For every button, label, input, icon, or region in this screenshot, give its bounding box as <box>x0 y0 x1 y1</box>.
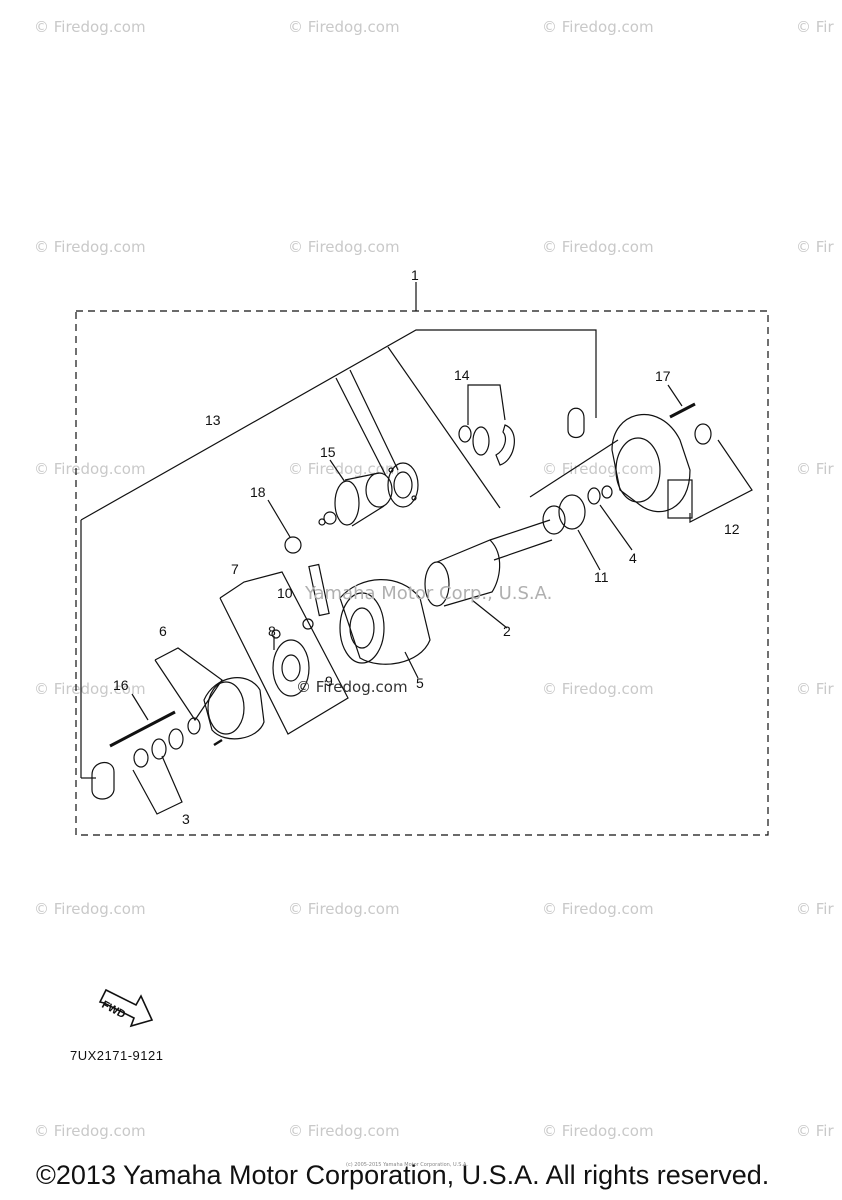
leader-14 <box>467 384 506 425</box>
leader-5 <box>404 651 419 679</box>
yoke-part-5 <box>339 579 431 665</box>
copyright-notice: ©2013 Yamaha Motor Corporation, U.S.A. A… <box>36 1160 770 1190</box>
watermark: © Firedog.com <box>288 900 400 918</box>
watermark: © Fir <box>796 18 834 36</box>
callout-16: 16 <box>113 677 129 693</box>
middle-watermark: Yamaha Motor Corp., U.S.A. <box>305 583 553 604</box>
callout-14: 14 <box>454 367 470 383</box>
tiny-copyright: (c) 2005-2015 Yamaha Motor Corporation, … <box>346 1162 468 1168</box>
watermark: © Firedog.com <box>542 238 654 256</box>
watermark: © Firedog.com <box>542 1122 654 1140</box>
watermark: © Fir <box>796 460 834 478</box>
callout-9: 9 <box>325 673 333 689</box>
watermark: © Firedog.com <box>288 238 400 256</box>
ball-part-18 <box>284 536 302 554</box>
watermark: © Firedog.com <box>34 18 146 36</box>
leader-7 <box>219 571 349 735</box>
grommet <box>567 407 585 439</box>
watermark: © Firedog.com <box>542 680 654 698</box>
front-housing-part-12 <box>611 413 712 519</box>
middle-watermark: © Firedog.com <box>296 678 408 696</box>
callout-3: 3 <box>182 811 190 827</box>
callout-8: 8 <box>268 623 276 639</box>
watermark: © Fir <box>796 900 834 918</box>
leader-17 <box>667 384 683 407</box>
watermark: © Firedog.com <box>542 18 654 36</box>
rear-cover-part-6 <box>187 677 265 740</box>
leader-12 <box>689 439 753 523</box>
watermark: © Fir <box>796 680 834 698</box>
watermark: © Firedog.com <box>288 18 400 36</box>
washers-part-3 <box>91 728 223 800</box>
watermark: © Fir <box>796 1122 834 1140</box>
callout-5: 5 <box>416 675 424 691</box>
watermark: © Firedog.com <box>542 460 654 478</box>
watermark: © Fir <box>796 238 834 256</box>
callout-12: 12 <box>724 521 740 537</box>
diagram-part-number: 7UX2171-9121 <box>70 1048 164 1063</box>
bolt-part-17 <box>669 402 696 419</box>
lever-part-14 <box>458 424 515 466</box>
leader-6 <box>154 647 223 722</box>
callout-18: 18 <box>250 484 266 500</box>
through-bolt-part-16 <box>109 710 176 748</box>
fwd-arrow <box>98 988 154 1028</box>
leader-15 <box>329 459 346 483</box>
callout-15: 15 <box>320 444 336 460</box>
watermark: © Firedog.com <box>34 238 146 256</box>
leader-13 <box>80 329 597 521</box>
callout-1: 1 <box>411 267 419 283</box>
leader-16 <box>131 693 149 721</box>
leader-13 <box>349 369 399 471</box>
callout-7: 7 <box>231 561 239 577</box>
callout-17: 17 <box>655 368 671 384</box>
pinion-clutch-part-11 <box>542 485 613 535</box>
watermark: © Firedog.com <box>34 460 146 478</box>
leader-4 <box>599 504 633 551</box>
gasket-plate <box>387 462 419 508</box>
leader-18 <box>267 499 291 538</box>
leader-2 <box>471 599 508 629</box>
watermark: © Firedog.com <box>542 900 654 918</box>
brush-holder-part-7 <box>271 563 330 697</box>
callout-2: 2 <box>503 623 511 639</box>
callout-6: 6 <box>159 623 167 639</box>
solenoid-part-15 <box>318 472 393 527</box>
callout-10: 10 <box>277 585 293 601</box>
leader-13 <box>387 346 501 509</box>
leader-3 <box>132 755 183 815</box>
leader-11 <box>577 529 601 571</box>
watermark: © Firedog.com <box>288 1122 400 1140</box>
leader-13 <box>335 377 387 477</box>
callout-4: 4 <box>629 550 637 566</box>
callout-13: 13 <box>205 412 221 428</box>
assembly-boundary <box>75 310 769 836</box>
watermark: © Firedog.com <box>288 460 400 478</box>
watermark: © Firedog.com <box>34 680 146 698</box>
watermark: © Firedog.com <box>34 900 146 918</box>
watermark: © Firedog.com <box>34 1122 146 1140</box>
leader-13 <box>529 439 619 498</box>
armature-part-2 <box>424 519 553 607</box>
callout-11: 11 <box>594 569 609 585</box>
